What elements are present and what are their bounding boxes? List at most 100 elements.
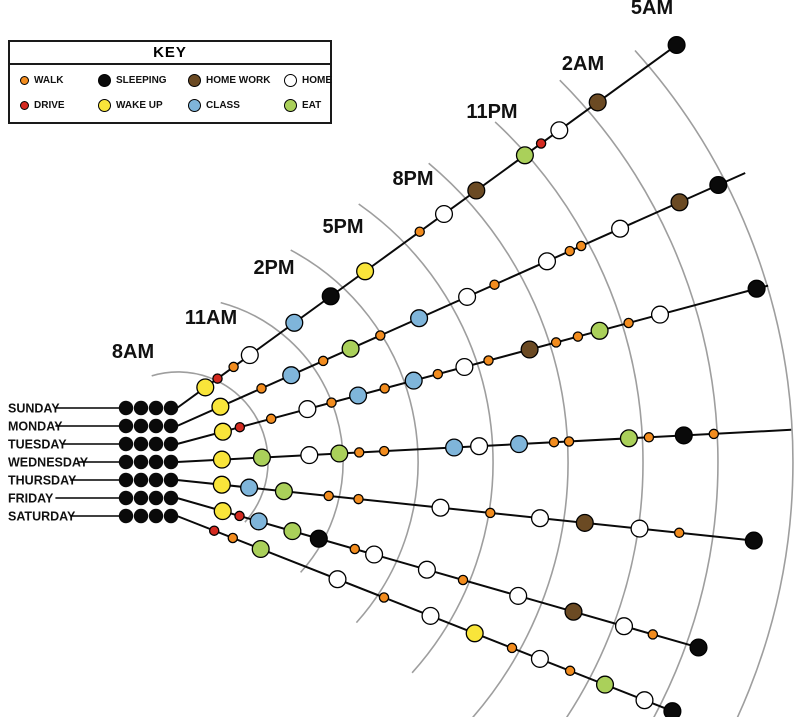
event-dot-walk — [353, 447, 365, 458]
home-dot-icon — [284, 74, 297, 87]
home_work-dot-icon — [188, 74, 201, 87]
day-label-friday: FRIDAY — [8, 492, 54, 506]
event-dot-class — [249, 512, 268, 531]
pre8am-sleep-dot — [148, 454, 164, 470]
time-ring-5AM — [634, 49, 794, 717]
drive-dot-icon — [20, 101, 29, 110]
event-dot-sleeping — [674, 426, 693, 445]
pre8am-sleep-dot — [133, 472, 149, 488]
event-dot-home_work — [588, 93, 607, 112]
day-ray-thursday — [176, 479, 759, 543]
legend-item-home: HOME — [284, 74, 342, 87]
event-dot-home — [470, 437, 489, 456]
event-dot-walk — [563, 436, 575, 447]
event-dot-home — [530, 649, 549, 668]
day-label-sunday: SUNDAY — [8, 402, 60, 416]
event-dot-wake_up — [465, 624, 484, 643]
time-ring-11PM — [494, 121, 644, 717]
event-dot-home — [240, 346, 259, 365]
pre8am-sleep-dot — [163, 472, 179, 488]
event-dot-eat — [330, 444, 349, 463]
event-dot-home — [530, 509, 550, 528]
event-dot-sleeping — [321, 287, 340, 306]
legend-item-sleeping: SLEEPING — [98, 74, 186, 87]
legend-label-home: HOME — [302, 75, 332, 86]
event-dot-drive — [535, 138, 547, 149]
event-dot-walk — [550, 337, 562, 348]
event-dot-drive — [208, 525, 220, 536]
event-dot-sleeping — [663, 702, 682, 717]
event-dot-home — [650, 305, 670, 324]
event-dot-home_work — [564, 602, 583, 621]
pre8am-sleep-dot — [118, 490, 134, 506]
event-dot-home — [455, 357, 474, 377]
event-dot-class — [349, 386, 368, 405]
time-label-5PM: 5PM — [322, 216, 363, 238]
time-label-2AM: 2AM — [562, 53, 604, 75]
event-dot-class — [404, 371, 423, 390]
event-dot-home — [635, 691, 654, 710]
event-dot-sleeping — [309, 529, 328, 548]
pre8am-sleep-dot — [148, 436, 164, 452]
event-dot-eat — [283, 522, 302, 541]
event-dot-wake_up — [211, 397, 230, 416]
time-ring-5PM — [358, 203, 494, 674]
event-dot-walk — [323, 490, 334, 502]
legend-label-class: CLASS — [206, 100, 240, 111]
class-dot-icon — [188, 99, 201, 112]
time-ring-11AM — [220, 301, 344, 573]
event-dot-drive — [234, 510, 245, 522]
event-dot-walk — [265, 413, 277, 425]
event-dot-home_work — [520, 340, 539, 359]
event-dot-class — [410, 309, 429, 328]
event-dot-eat — [274, 482, 293, 501]
event-dot-walk — [623, 317, 634, 329]
time-label-11PM: 11PM — [466, 101, 517, 123]
sleeping-dot-icon — [98, 74, 111, 87]
event-dot-home_work — [670, 193, 689, 212]
event-dot-walk — [673, 527, 685, 539]
pre8am-sleep-dot — [118, 508, 134, 524]
pre8am-sleep-dot — [148, 418, 164, 434]
legend-item-eat: EAT — [284, 99, 342, 112]
pre8am-sleep-dot — [118, 436, 134, 452]
event-dot-walk — [708, 428, 720, 440]
event-dot-home — [550, 121, 569, 140]
pre8am-sleep-dot — [133, 418, 149, 434]
walk-dot-icon — [20, 76, 29, 85]
event-dot-wake_up — [356, 262, 375, 281]
event-dot-home_work — [467, 181, 486, 200]
legend-item-wake_up: WAKE UP — [98, 99, 186, 112]
legend-title: KEY — [10, 42, 330, 65]
event-dot-walk — [379, 383, 390, 394]
event-dot-home — [614, 617, 634, 636]
event-dot-drive — [234, 421, 246, 433]
event-dot-walk — [378, 445, 390, 457]
event-dot-home — [611, 219, 630, 238]
event-dot-walk — [457, 574, 469, 586]
event-dot-wake_up — [212, 450, 231, 469]
pre8am-sleep-dot — [163, 490, 179, 506]
event-dot-walk — [349, 543, 361, 555]
event-dot-sleeping — [744, 531, 763, 550]
event-dot-walk — [564, 665, 576, 677]
event-dot-drive — [212, 373, 223, 384]
event-dot-walk — [378, 592, 390, 603]
event-dot-walk — [572, 331, 584, 342]
event-dot-walk — [353, 493, 364, 505]
time-ring-8AM — [151, 371, 269, 523]
pre8am-sleep-dot — [163, 508, 179, 524]
pre8am-sleep-dot — [148, 400, 164, 416]
event-dot-home — [421, 606, 440, 625]
event-dot-walk — [432, 368, 444, 380]
event-dot-sleeping — [667, 35, 686, 55]
event-dot-class — [282, 366, 301, 385]
event-dot-home — [630, 519, 649, 538]
event-dot-eat — [595, 675, 615, 694]
event-dot-wake_up — [212, 475, 231, 494]
event-dot-class — [240, 478, 259, 497]
pre8am-sleep-dot — [148, 490, 164, 506]
event-dot-walk — [564, 245, 576, 257]
event-dot-wake_up — [196, 378, 215, 397]
